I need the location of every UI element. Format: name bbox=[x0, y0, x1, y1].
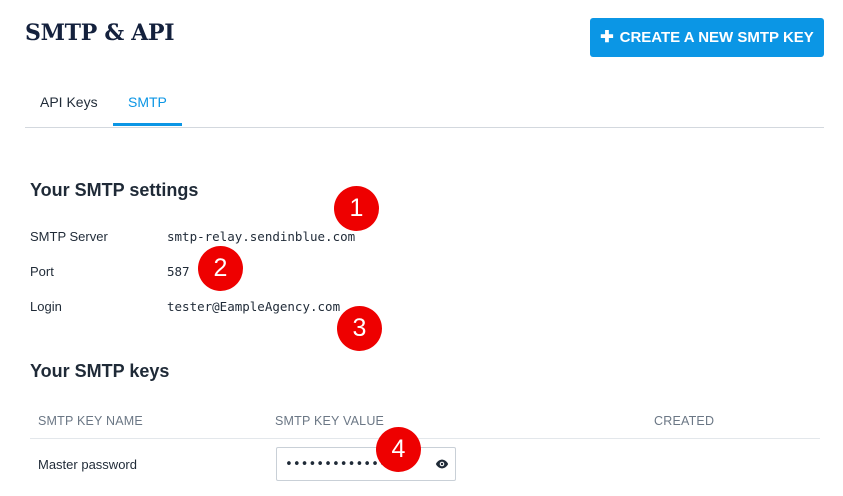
plus-icon: ✚ bbox=[600, 28, 614, 46]
key-value-field bbox=[276, 447, 456, 481]
key-name-cell: Master password bbox=[38, 457, 137, 472]
eye-icon[interactable] bbox=[435, 457, 449, 471]
login-value: tester@EampleAgency.com bbox=[167, 299, 341, 314]
column-header-created: CREATED bbox=[654, 414, 715, 428]
tab-bar: API Keys SMTP bbox=[25, 80, 824, 128]
annotation-badge-3: 3 bbox=[337, 306, 382, 351]
annotation-badge-4: 4 bbox=[376, 427, 421, 472]
page-title: SMTP & API bbox=[25, 20, 175, 46]
smtp-server-label: SMTP Server bbox=[30, 229, 108, 244]
create-smtp-key-label: CREATE A NEW SMTP KEY bbox=[619, 29, 814, 46]
annotation-badge-2: 2 bbox=[198, 246, 243, 291]
smtp-keys-title: Your SMTP keys bbox=[30, 361, 170, 381]
port-value: 587 bbox=[167, 264, 190, 279]
login-label: Login bbox=[30, 299, 62, 314]
annotation-badge-1: 1 bbox=[334, 186, 379, 231]
table-header: SMTP KEY NAME SMTP KEY VALUE CREATED bbox=[30, 404, 820, 439]
tab-api-keys[interactable]: API Keys bbox=[40, 94, 98, 110]
port-label: Port bbox=[30, 264, 54, 279]
column-header-key-value: SMTP KEY VALUE bbox=[275, 414, 385, 428]
smtp-settings-title: Your SMTP settings bbox=[30, 180, 199, 200]
table-row: Master password bbox=[30, 439, 820, 489]
tab-smtp[interactable]: SMTP bbox=[113, 94, 182, 126]
smtp-keys-table: SMTP KEY NAME SMTP KEY VALUE CREATED Mas… bbox=[30, 404, 820, 489]
create-smtp-key-button[interactable]: ✚ CREATE A NEW SMTP KEY bbox=[590, 18, 824, 57]
smtp-server-value: smtp-relay.sendinblue.com bbox=[167, 229, 356, 244]
column-header-key-name: SMTP KEY NAME bbox=[38, 414, 143, 428]
